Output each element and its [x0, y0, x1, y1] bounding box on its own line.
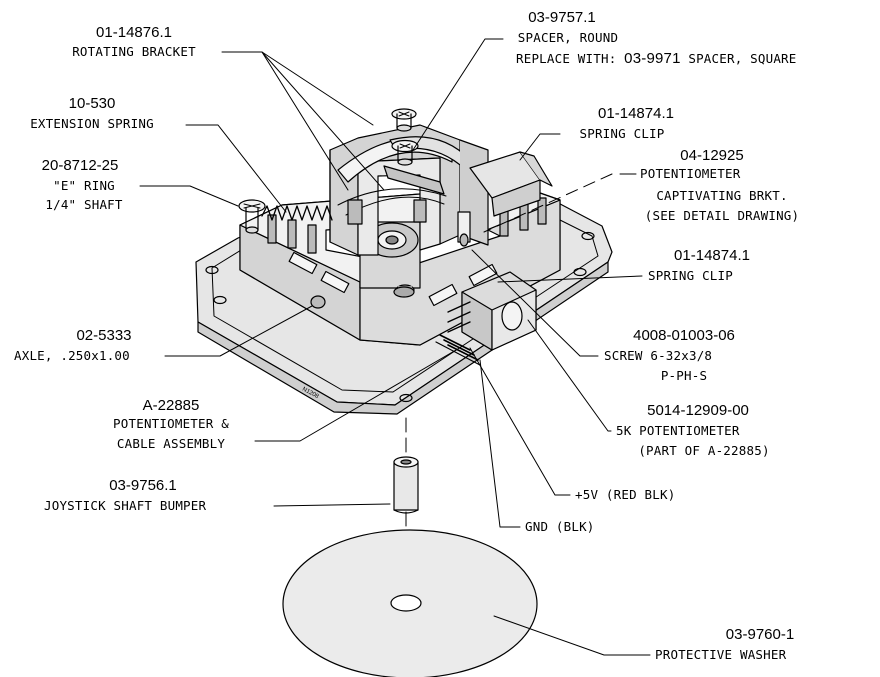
hex-nut — [393, 286, 415, 298]
gnd-wire-label: GND (BLK) — [525, 519, 595, 534]
leader-lines — [139, 38, 651, 656]
spring-clip-mid-label: SPRING CLIP — [648, 268, 733, 283]
pot-bracket-part-number: 04-12925 — [680, 147, 744, 164]
spacer-label: SPACER, ROUND — [517, 30, 619, 45]
spacer-round — [391, 108, 419, 166]
bumper-part-number: 03-9756.1 — [109, 477, 177, 494]
axle — [310, 295, 326, 309]
pot-cable-label: POTENTIOMETER & — [113, 416, 229, 431]
joystick-shaft-bumper — [393, 456, 419, 514]
spacer-replacement-note: REPLACE WITH: 03-9971 SPACER, SQUARE — [516, 51, 797, 66]
e-ring-part-number: 20-8712-25 — [41, 157, 119, 174]
replace-description: SPACER, SQUARE — [680, 51, 797, 66]
plus5v-wire-label: +5V (RED BLK) — [575, 487, 676, 502]
rotating-bracket-part-number: 01-14876.1 — [96, 24, 172, 41]
axle-part-number: 02-5333 — [76, 327, 132, 344]
washer-label: PROTECTIVE WASHER — [655, 647, 787, 662]
screw-label: SCREW 6-32x3/8 — [604, 348, 713, 363]
replace-part-number: 03-9971 — [624, 50, 681, 67]
extension-spring-label: EXTENSION SPRING — [30, 116, 154, 131]
pot-5k-part-number: 5014-12909-00 — [647, 402, 749, 419]
screw-type: P-PH-S — [660, 368, 708, 383]
pot-bracket-detail-note: (SEE DETAIL DRAWING) — [644, 208, 800, 223]
spring-clip — [457, 151, 553, 247]
pot-bracket-label-2: CAPTIVATING BRKT. — [656, 188, 788, 203]
pot-cable-label-2: CABLE ASSEMBLY — [116, 436, 226, 451]
rotating-bracket-label: ROTATING BRACKET — [72, 44, 196, 59]
protective-washer — [282, 529, 538, 677]
axle-label: AXLE, .250x1.00 — [14, 348, 130, 363]
pot-cable-part-number: A-22885 — [142, 397, 200, 414]
extension-spring — [261, 205, 333, 221]
spacer-part-number: 03-9757.1 — [528, 9, 596, 26]
potentiometer — [435, 271, 537, 366]
replace-prefix: REPLACE WITH: — [516, 51, 625, 66]
e-ring-label: "E" RING — [53, 178, 115, 193]
extension-spring-part-number: 10-530 — [68, 95, 116, 112]
pot-5k-label: 5K POTENTIOMETER — [616, 423, 740, 438]
spring-clip-top-label: SPRING CLIP — [579, 126, 665, 141]
e-ring-shaft-size: 1/4" SHAFT — [45, 197, 123, 212]
rotating-bracket — [329, 124, 489, 256]
pot-5k-note: (PART OF A-22885) — [638, 443, 770, 458]
spring-clip-mid-part-number: 01-14874.1 — [674, 247, 750, 264]
washer-part-number: 03-9760-1 — [725, 626, 795, 643]
bumper-label: JOYSTICK SHAFT BUMPER — [44, 498, 207, 513]
e-ring — [238, 199, 266, 234]
spring-clip-top-part-number: 01-14874.1 — [598, 105, 674, 122]
screw-part-number: 4008-01003-06 — [633, 327, 735, 344]
pot-bracket-label: POTENTIOMETER — [640, 166, 741, 181]
